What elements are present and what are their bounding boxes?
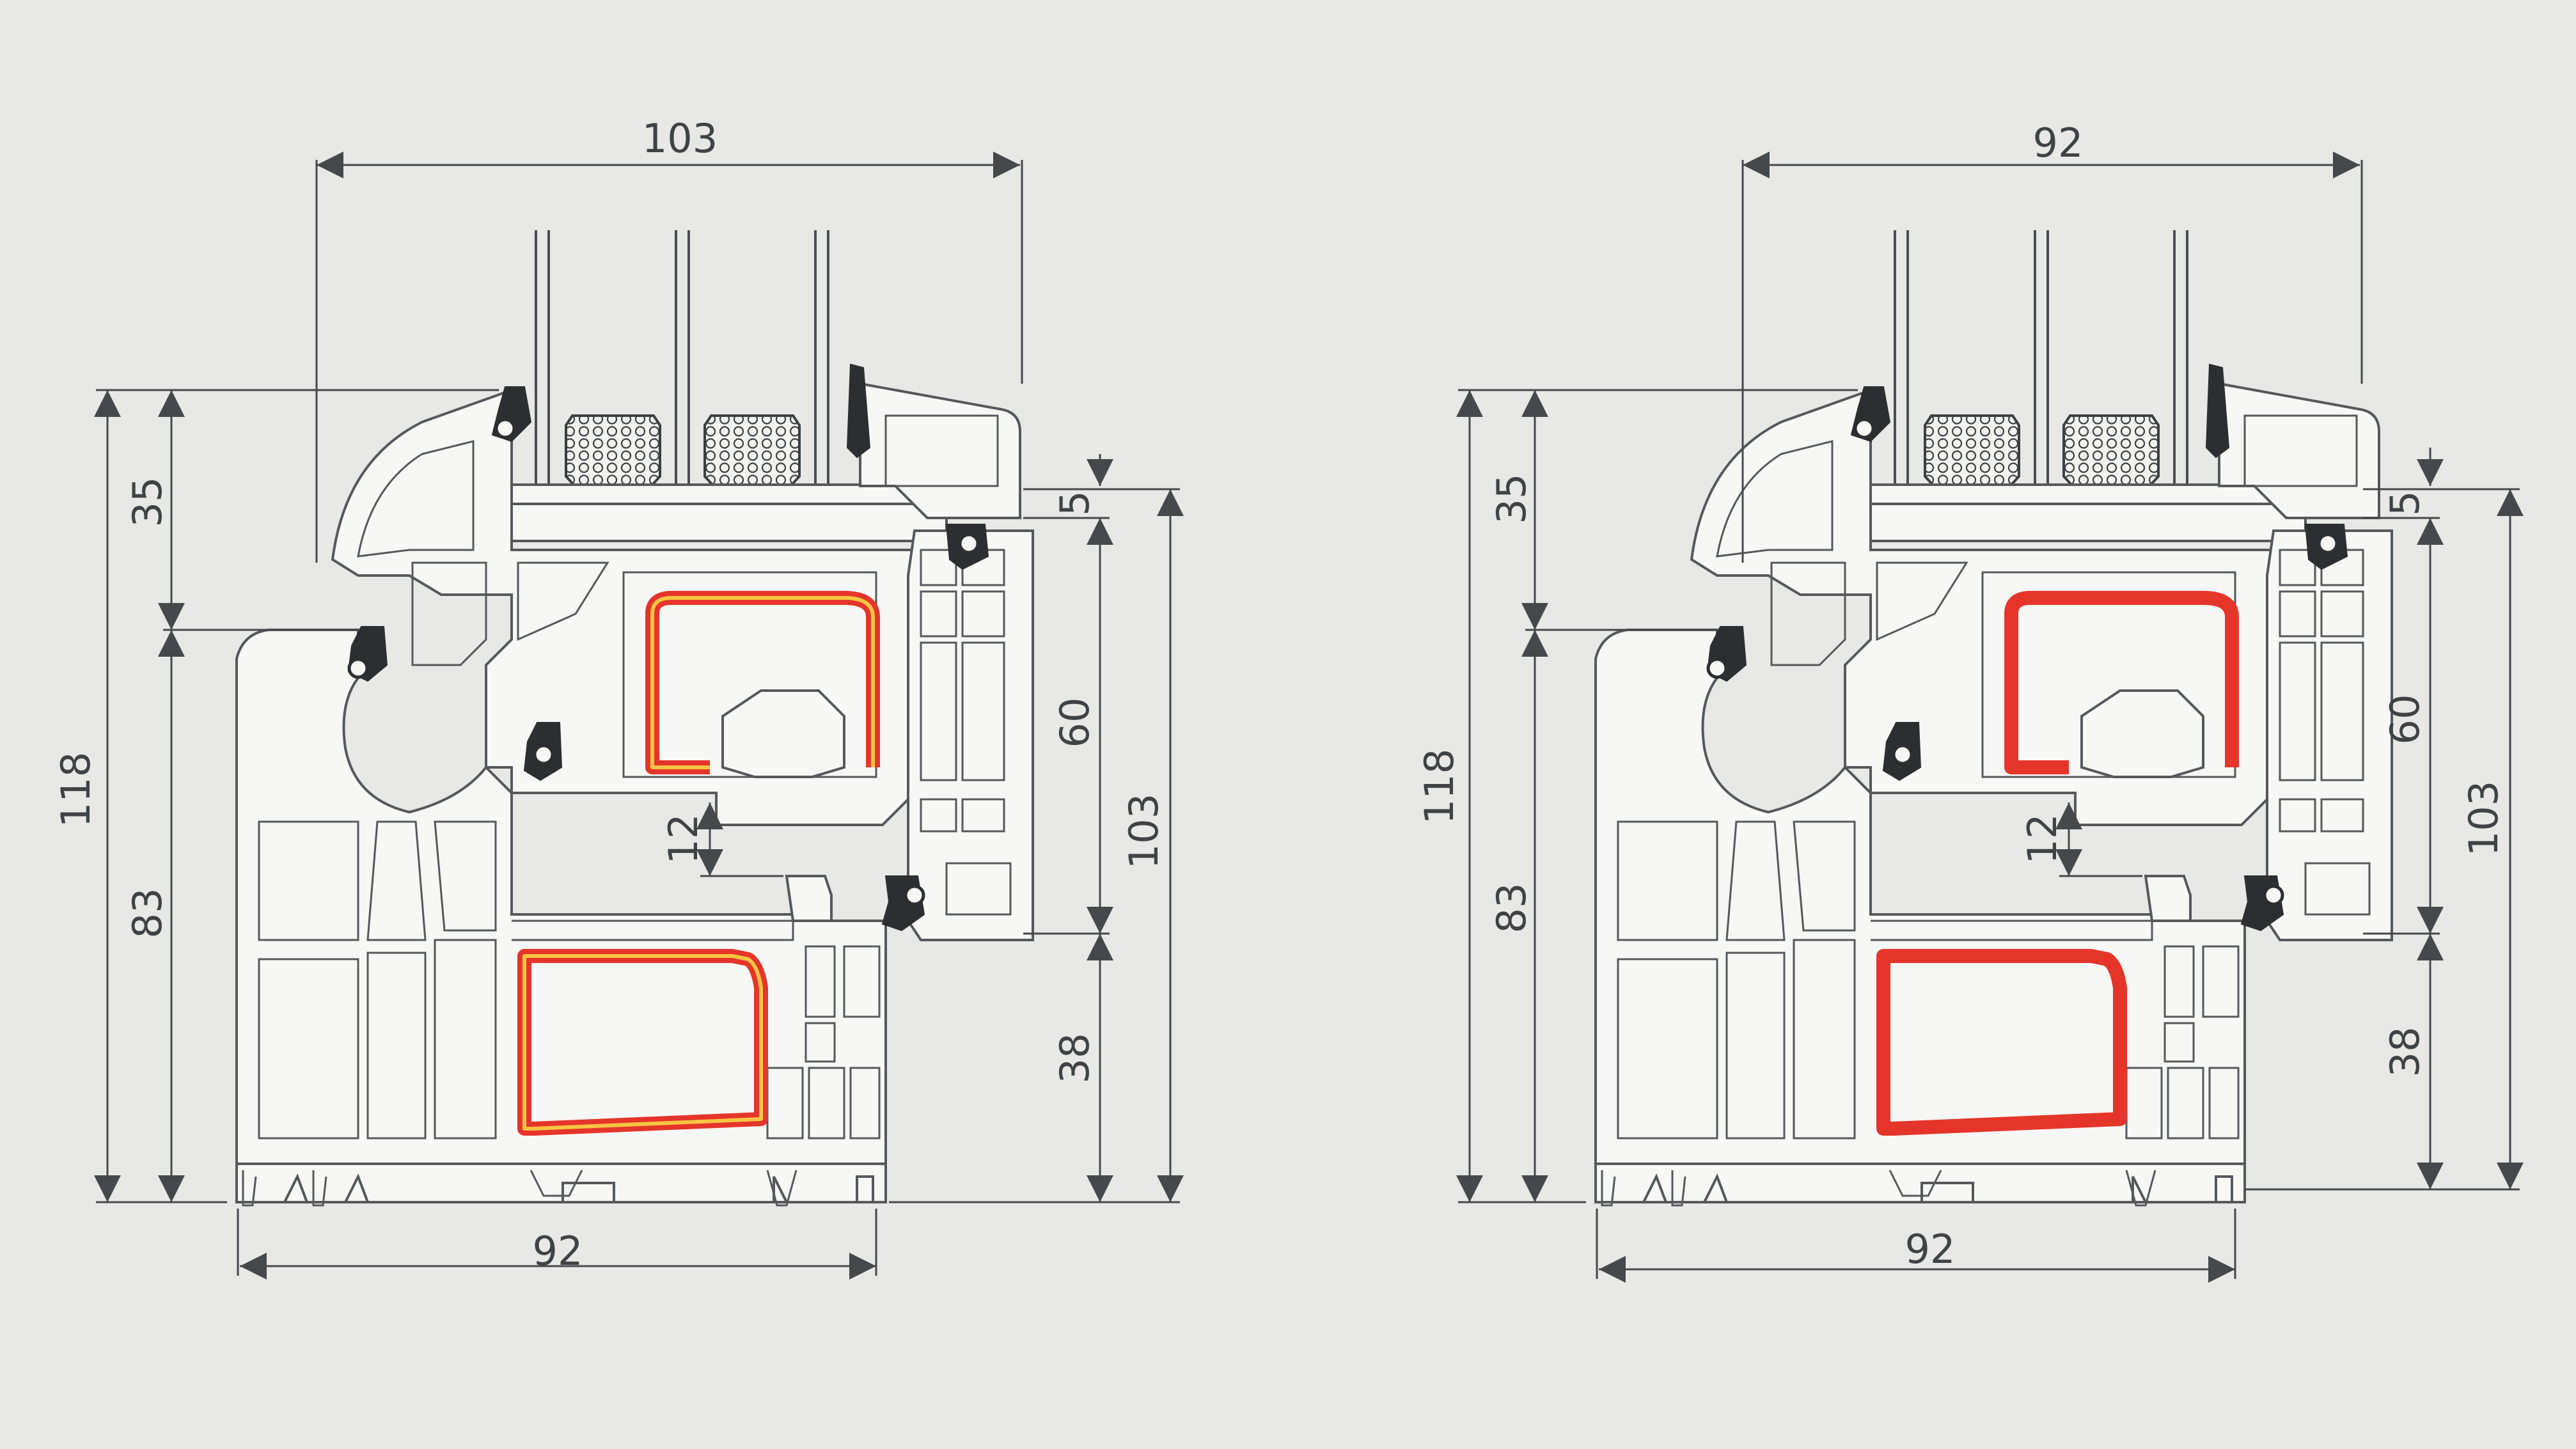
dim-rebate-gap: 12 <box>2019 814 2066 865</box>
right-dimension-lines <box>1456 152 2524 1283</box>
dim-top-width: 103 <box>642 115 718 162</box>
left-steel-reinforcement <box>517 591 880 1136</box>
dim-rebate-gap: 12 <box>660 814 707 865</box>
dim-height-lower: 83 <box>1488 883 1535 934</box>
dim-height-upper: 35 <box>124 477 171 528</box>
dim-height-lower: 83 <box>124 888 171 939</box>
left-dimension-lines <box>94 152 1184 1280</box>
dim-height-upper: 35 <box>1488 474 1535 524</box>
dim-right-middle: 60 <box>2382 694 2428 745</box>
dim-right-lower: 38 <box>1051 1033 1098 1084</box>
dim-right-overlap: 5 <box>1051 490 1098 515</box>
dim-right-middle: 60 <box>1051 698 1098 748</box>
dim-top-width: 92 <box>2033 120 2084 166</box>
dim-right-total: 103 <box>1120 794 1167 869</box>
dim-height-total: 118 <box>1416 749 1463 824</box>
right-section: 92 92 118 35 83 5 60 38 103 12 <box>1416 120 2524 1283</box>
left-section: 103 92 118 35 83 5 60 38 103 12 <box>52 115 1184 1280</box>
right-steel-reinforcement <box>1876 591 2239 1136</box>
dim-height-total: 118 <box>52 752 99 827</box>
dim-bottom-width: 92 <box>1905 1226 1956 1273</box>
dim-bottom-width: 92 <box>533 1228 583 1274</box>
dim-right-lower: 38 <box>2382 1027 2428 1077</box>
dim-right-total: 103 <box>2460 781 2507 856</box>
dim-right-overlap: 5 <box>2382 490 2428 515</box>
